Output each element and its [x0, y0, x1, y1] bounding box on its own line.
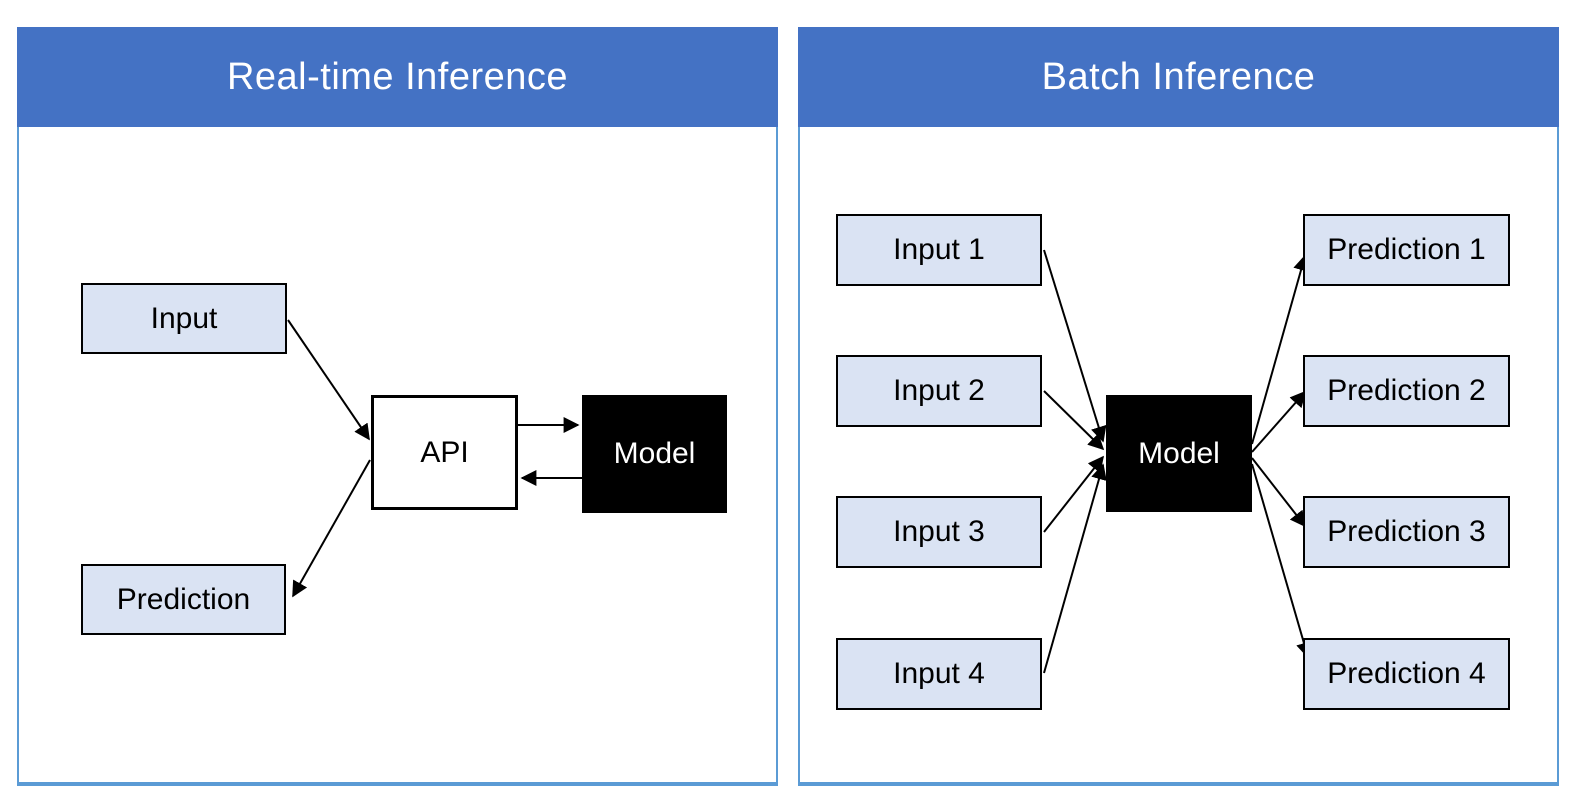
node-input: Input	[81, 283, 287, 354]
arrow-input4-to-model	[1043, 463, 1107, 674]
node-prediction-3: Prediction 3	[1303, 496, 1510, 568]
node-input-3: Input 3	[836, 496, 1042, 568]
node-api: API	[371, 395, 518, 510]
node-prediction-1: Prediction 1	[1303, 214, 1510, 286]
node-prediction-label: Prediction	[116, 582, 251, 616]
panel-realtime-header: Real-time Inference	[17, 27, 778, 127]
node-prediction-3-label: Prediction 3	[1327, 515, 1486, 548]
panel-batch-title: Batch Inference	[1041, 55, 1316, 98]
node-input-1: Input 1	[836, 214, 1042, 286]
arrow-input2-to-model	[1043, 390, 1105, 451]
realtime-edges	[287, 319, 582, 598]
arrow-input1-to-model	[1043, 249, 1107, 443]
node-api-label: API	[420, 435, 469, 469]
node-model-realtime-label: Model	[613, 437, 696, 470]
panel-realtime: Real-time Inference Input API	[17, 27, 778, 786]
arrow-model-to-prediction1	[1251, 254, 1309, 445]
node-prediction-4-label: Prediction 4	[1327, 657, 1486, 690]
node-input-2-label: Input 2	[893, 374, 985, 407]
panel-realtime-body: Input API Model Prediction	[17, 127, 778, 786]
panel-batch: Batch Inference Input 1 Input 2 Input 3	[798, 27, 1559, 786]
node-model-batch: Model	[1106, 395, 1252, 512]
node-input-3-label: Input 3	[893, 515, 985, 548]
node-model-batch-label: Model	[1138, 436, 1220, 470]
node-input-4: Input 4	[836, 638, 1042, 710]
node-input-1-label: Input 1	[893, 233, 985, 266]
arrow-model-to-prediction3	[1251, 457, 1306, 528]
node-prediction: Prediction	[81, 564, 286, 635]
node-prediction-4: Prediction 4	[1303, 638, 1510, 710]
arrow-model-to-prediction2	[1251, 390, 1307, 453]
node-prediction-1-label: Prediction 1	[1327, 233, 1486, 266]
panel-batch-body: Input 1 Input 2 Input 3 Input 4 Model Pr…	[798, 127, 1559, 786]
arrow-api-to-prediction	[292, 459, 371, 598]
node-input-4-label: Input 4	[893, 657, 985, 690]
batch-edges	[1043, 249, 1312, 674]
panel-batch-header: Batch Inference	[798, 27, 1559, 127]
arrow-input-to-api	[287, 319, 370, 441]
node-prediction-2-label: Prediction 2	[1327, 374, 1486, 407]
node-input-label: Input	[150, 301, 218, 335]
node-model-realtime: Model	[582, 395, 727, 513]
node-prediction-2: Prediction 2	[1303, 355, 1510, 427]
node-input-2: Input 2	[836, 355, 1042, 427]
arrow-model-to-prediction4	[1251, 463, 1312, 659]
panel-realtime-title: Real-time Inference	[226, 55, 569, 98]
